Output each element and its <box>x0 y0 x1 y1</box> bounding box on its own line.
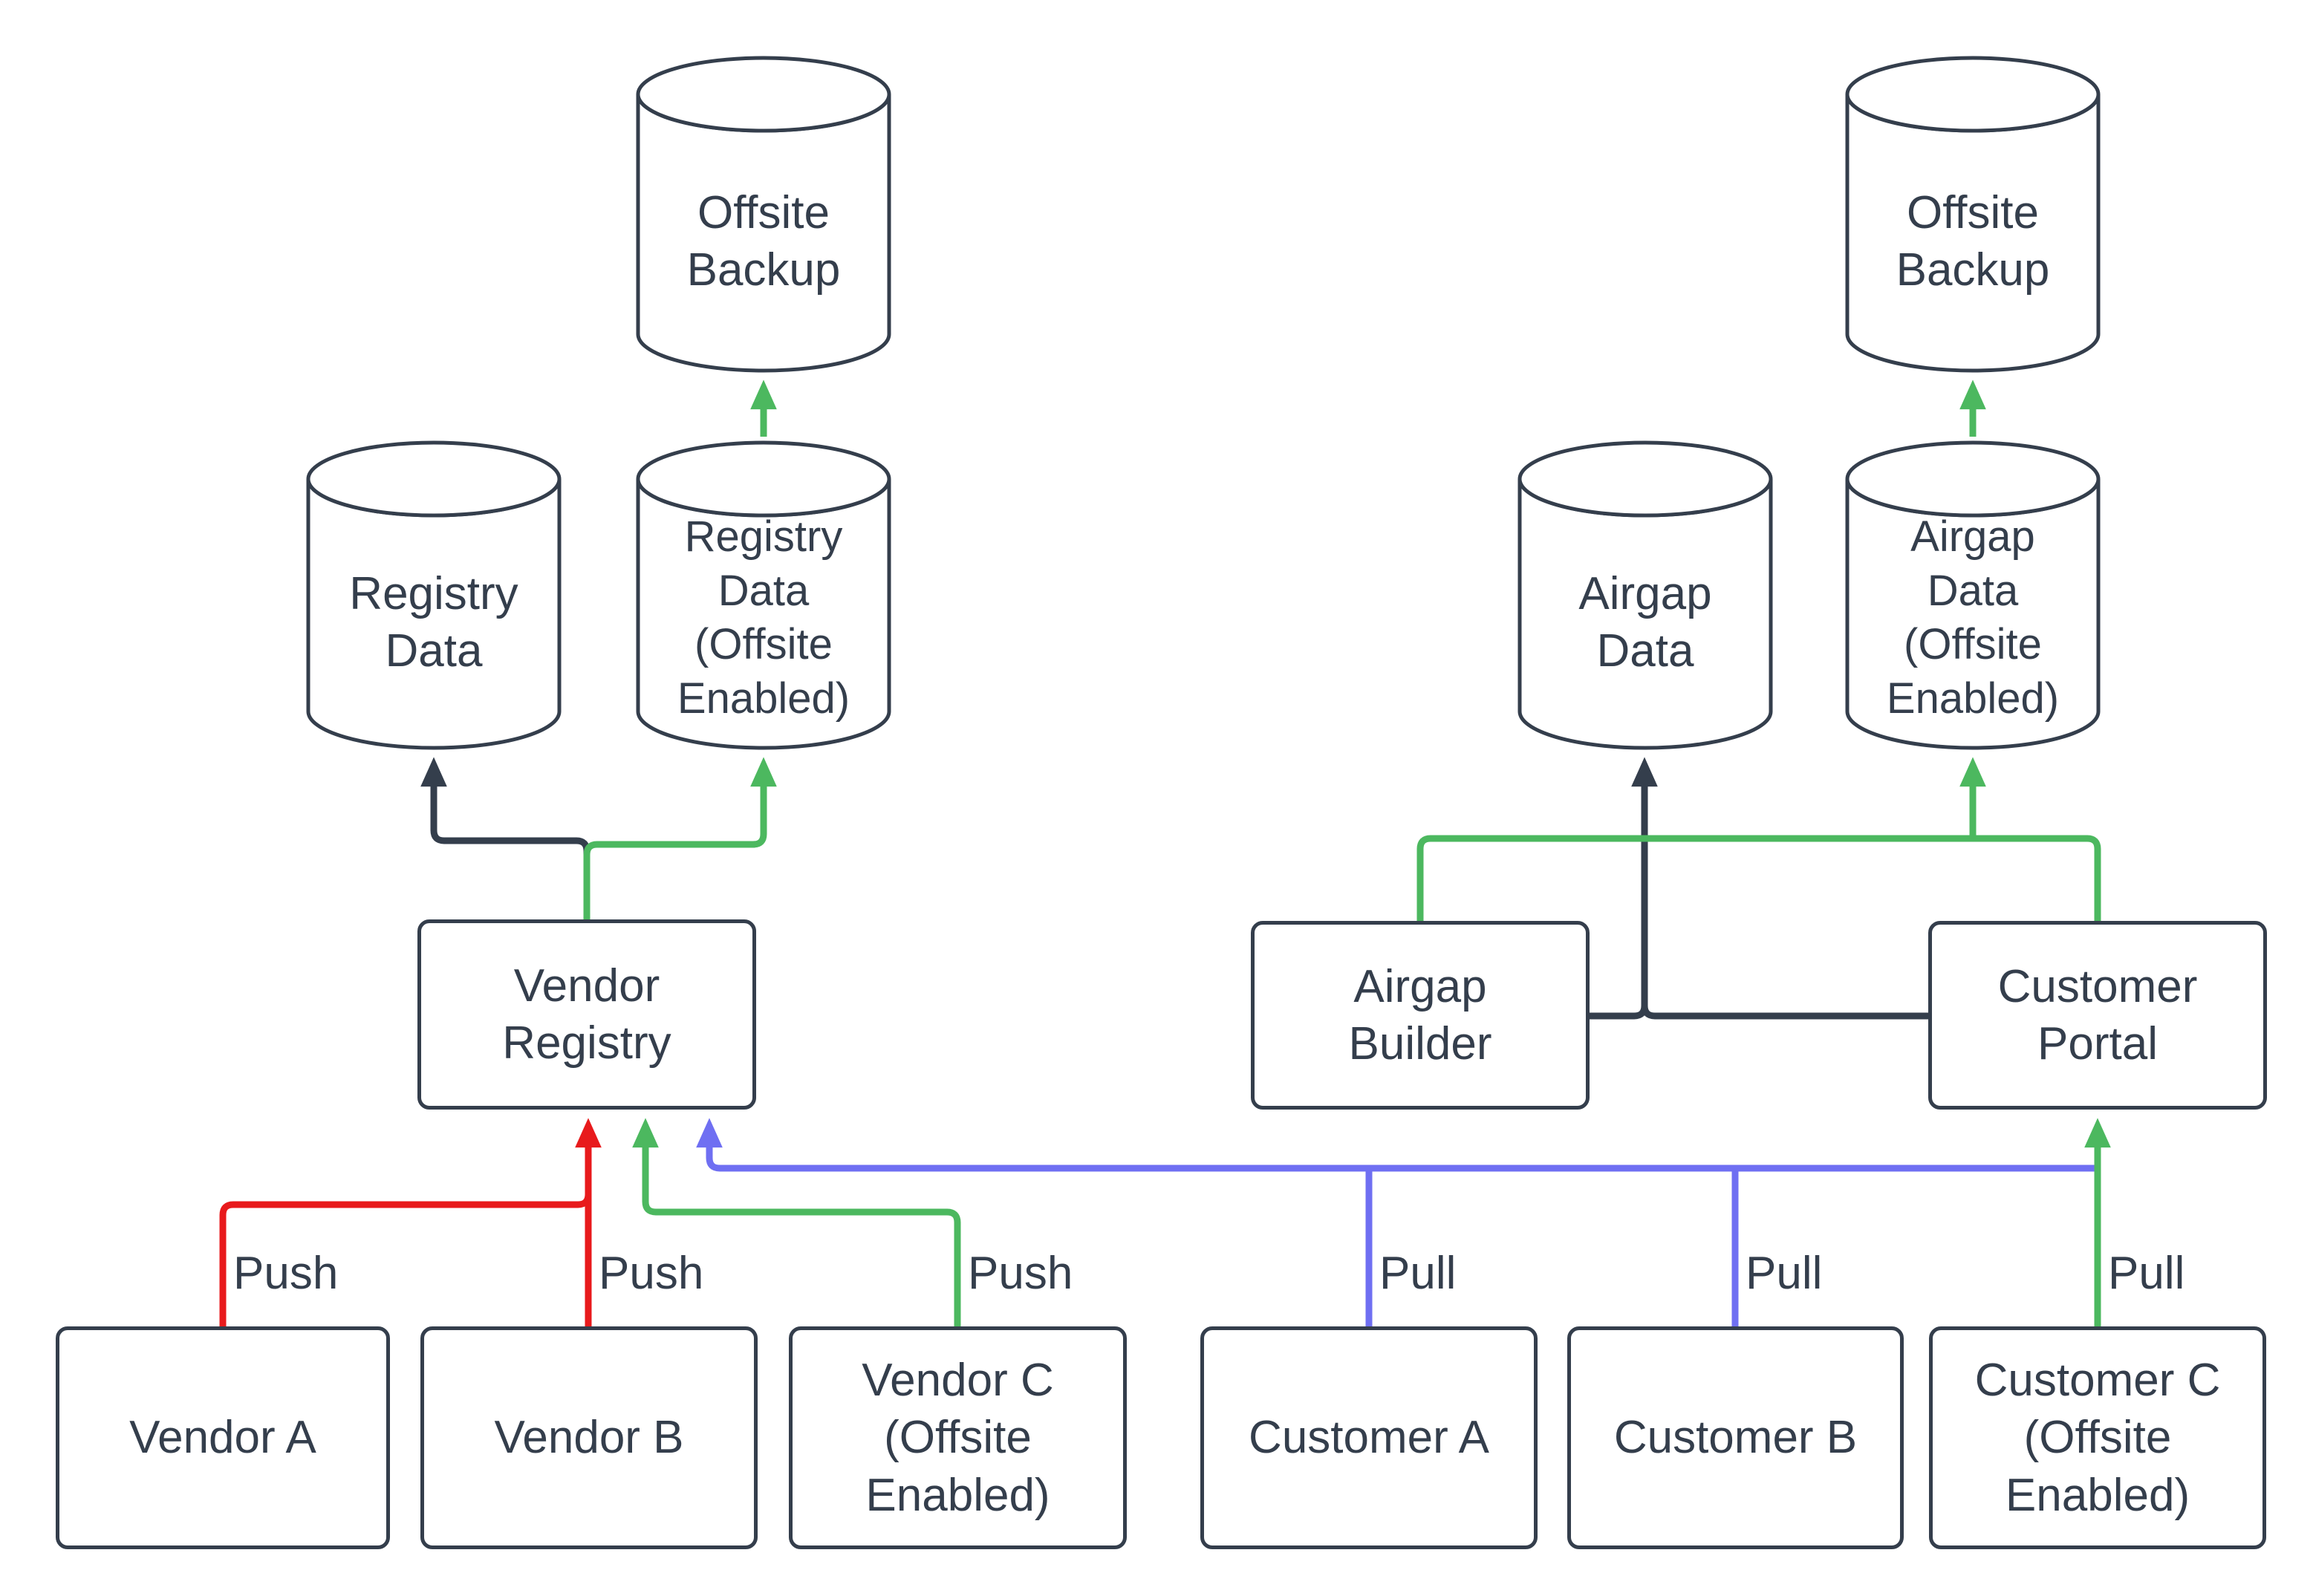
edge-label-push-vendor-c: Push <box>968 1248 1073 1299</box>
edge-customers-pull-to-vendor-registry <box>696 1118 2098 1172</box>
edge-label-push-vendor-a: Push <box>233 1248 339 1299</box>
node-label: Offsite Backup <box>686 186 841 296</box>
database-icon <box>306 440 562 750</box>
node-label: Vendor A <box>129 1412 316 1464</box>
node-vendor-c: Vendor C (Offsite Enabled) <box>789 1326 1127 1549</box>
edge-label-pull-customer-c: Pull <box>2108 1248 2185 1299</box>
node-offsite-backup-left: Offsite Backup <box>636 53 891 373</box>
node-label: Customer Portal <box>1997 960 2198 1070</box>
node-label: Customer C (Offsite Enabled) <box>1974 1354 2221 1521</box>
node-label: Offsite Backup <box>1896 186 2050 296</box>
database-icon <box>636 440 891 750</box>
database-icon <box>1517 440 1773 750</box>
node-label: Vendor B <box>494 1412 684 1464</box>
node-airgap-data: Airgap Data <box>1517 438 1773 750</box>
edge-vendor-registry-to-registry-data-offsite <box>583 757 777 921</box>
node-label: Customer B <box>1613 1412 1858 1464</box>
edge-customer-portal-to-airgap-data <box>1641 802 1928 1020</box>
node-vendor-registry: Vendor Registry <box>417 919 756 1110</box>
node-label: Vendor Registry <box>502 960 671 1069</box>
node-vendor-a: Vendor A <box>56 1326 390 1549</box>
edge-airgap-builder-to-airgap-data <box>1590 757 1658 1020</box>
node-airgap-data-offsite: Airgap Data (Offsite Enabled) <box>1845 438 2101 750</box>
database-icon <box>1845 440 2101 750</box>
edge-label-push-vendor-b: Push <box>599 1248 704 1299</box>
edge-label-pull-customer-a: Pull <box>1379 1248 1457 1299</box>
node-customer-a: Customer A <box>1200 1326 1538 1549</box>
node-label: Airgap Data (Offsite Enabled) <box>1886 512 2060 723</box>
node-label: Registry Data <box>349 567 518 677</box>
node-customer-b: Customer B <box>1567 1326 1904 1549</box>
database-icon <box>636 56 891 373</box>
node-customer-portal: Customer Portal <box>1928 921 2267 1110</box>
node-label: Airgap Builder <box>1348 960 1492 1070</box>
node-registry-data: Registry Data <box>306 438 562 750</box>
node-label: Airgap Data <box>1578 567 1712 677</box>
node-vendor-b: Vendor B <box>420 1326 758 1549</box>
edge-label-pull-customer-b: Pull <box>1746 1248 1823 1299</box>
database-icon <box>1845 56 2101 373</box>
node-label: Vendor C (Offsite Enabled) <box>862 1354 1054 1521</box>
node-label: Registry Data (Offsite Enabled) <box>677 512 850 723</box>
node-airgap-builder: Airgap Builder <box>1251 921 1590 1110</box>
edge-vendor-registry-to-registry-data <box>420 757 591 921</box>
node-registry-data-offsite: Registry Data (Offsite Enabled) <box>636 438 891 750</box>
node-offsite-backup-right: Offsite Backup <box>1845 53 2101 373</box>
edge-customer-portal-to-airgap-builder <box>1416 835 2101 921</box>
node-customer-c: Customer C (Offsite Enabled) <box>1929 1326 2266 1549</box>
edge-vendor-c-push <box>632 1118 961 1326</box>
node-label: Customer A <box>1249 1412 1489 1464</box>
